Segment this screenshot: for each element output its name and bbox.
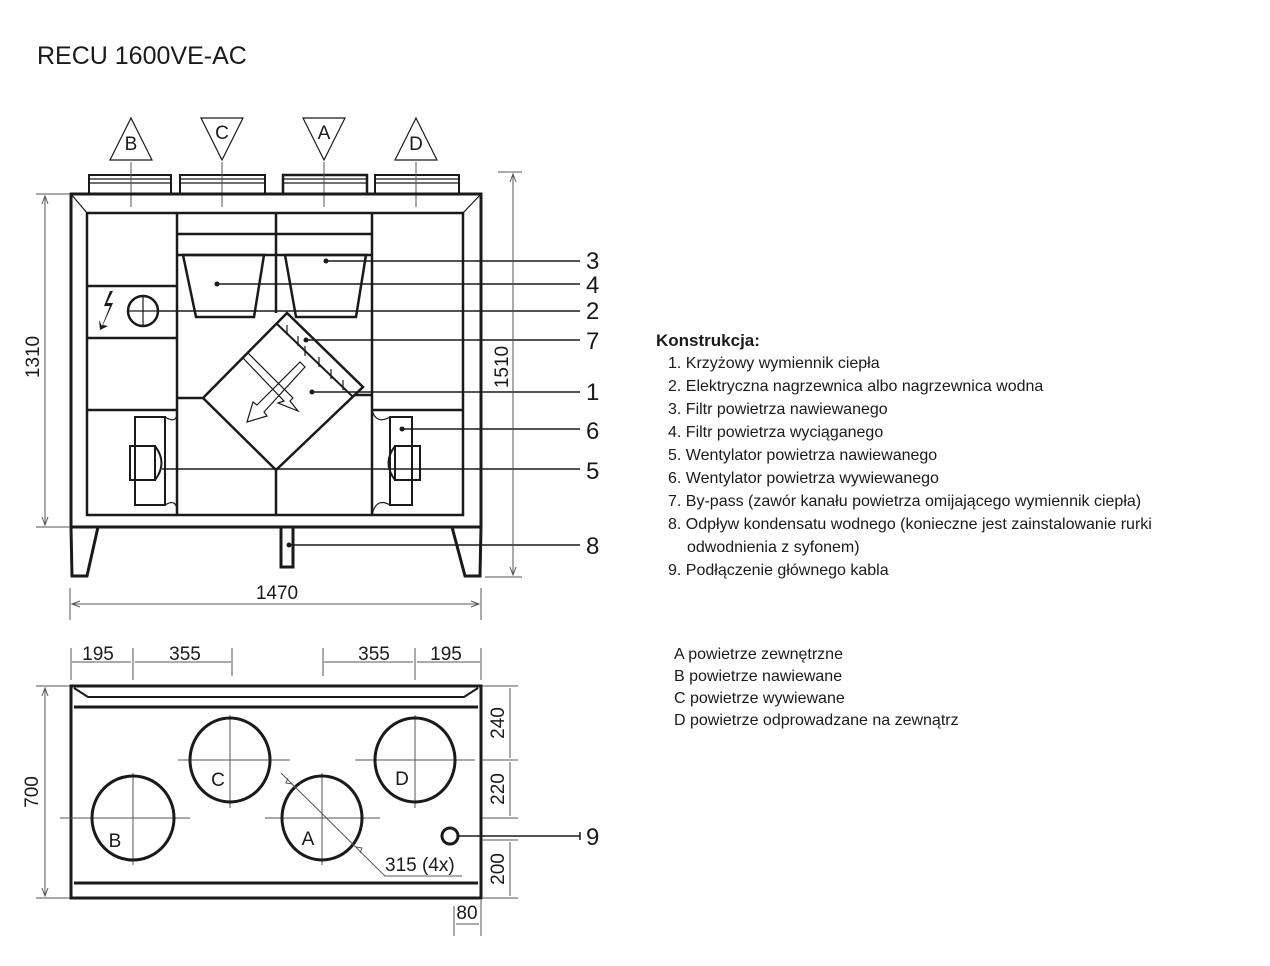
construction-legend: Konstrukcja: 1. Krzyżowy wymiennik ciepł… [656,330,1152,582]
svg-text:C: C [211,770,225,791]
air-legend-b: B powietrze nawiewane [674,668,843,685]
top-view: B C A D 315 (4x) 9 195 355 355 195 700 2… [22,644,599,936]
svg-text:355: 355 [358,644,390,665]
callout-4: 4 [586,272,599,299]
front-dimensions: 1310 1510 1470 [23,171,522,620]
port-circle-d [373,716,457,804]
svg-text:80: 80 [456,903,477,924]
svg-text:200: 200 [488,853,509,885]
callout-8: 8 [586,533,599,560]
construction-heading: Konstrukcja: [656,331,760,350]
legend-item: 6. Wentylator powietrza wywiewanego [668,470,939,487]
legend-item: 4. Filtr powietrza wyciąganego [668,424,884,441]
dim-1310: 1310 [23,336,44,378]
unit-casing [69,192,483,529]
legend-item: 7. By-pass (zawór kanału powietrza omija… [668,493,1142,510]
exhaust-fan [371,409,421,516]
legend-item: 1. Krzyżowy wymiennik ciepła [668,355,880,372]
legend-item: 9. Podłączenie głównego kabla [668,562,889,579]
air-legend-a: A powietrze zewnętrzne [674,646,843,663]
main-cable-connection [440,826,460,846]
dim-1510: 1510 [492,346,513,388]
supply-fan [129,409,178,516]
svg-text:A: A [302,829,315,850]
svg-text:D: D [395,769,409,790]
supply-filter [283,253,368,319]
electric-bolt-icon [99,291,113,330]
svg-text:C: C [215,123,229,144]
svg-text:D: D [409,134,423,155]
svg-text:700: 700 [22,776,43,808]
callout-5: 5 [586,458,599,485]
dim-1470: 1470 [256,583,298,604]
duct-collars [88,162,460,207]
callout-numbers: 3 4 2 7 1 6 5 8 [586,248,599,560]
callout-leaders [157,258,580,548]
callout-2: 2 [586,298,599,325]
legend-item-continued: odwodnienia z syfonem) [687,539,860,556]
legend-item: 8. Odpływ kondensatu wodnego (konieczne … [668,516,1152,533]
leg-left [69,525,100,578]
heat-exchanger [201,311,365,472]
duct-circles: B C A D [90,716,457,862]
heater [99,291,160,330]
callout-1: 1 [586,379,599,406]
svg-text:240: 240 [488,707,509,739]
callout-6: 6 [586,418,599,445]
condensate-drain [279,525,295,569]
svg-text:B: B [125,134,138,155]
legend-item: 2. Elektryczna nagrzewnica albo nagrzewn… [668,378,1044,395]
callout-7: 7 [586,328,599,355]
front-view: B C A D [23,116,599,620]
legend-item: 3. Filtr powietrza nawiewanego [668,401,888,418]
port-marker-a: A [302,117,346,162]
svg-text:A: A [318,123,331,144]
air-legend: A powietrze zewnętrzne B powietrze nawie… [674,644,959,732]
port-circle-c [188,716,272,804]
unit-top-outline [69,684,483,900]
svg-text:B: B [109,831,122,852]
svg-text:355: 355 [169,644,201,665]
exhaust-filter [181,253,266,319]
leg-right [450,525,483,578]
dim-diameter: 315 (4x) [385,855,455,876]
top-dimensions: 195 355 355 195 700 240 220 200 80 [22,644,518,936]
centerlines [60,715,475,865]
svg-text:195: 195 [430,644,462,665]
air-legend-c: C powietrze wywiewane [674,690,845,707]
callout-9: 9 [586,824,599,851]
port-circle-a [280,774,364,862]
page-title: RECU 1600VE-AC [37,42,247,70]
svg-text:195: 195 [82,644,114,665]
port-marker-c: C [200,117,244,162]
air-legend-d: D powietrze odprowadzane na zewnątrz [674,712,959,729]
legend-item: 5. Wentylator powietrza nawiewanego [668,447,938,464]
diameter-leader [280,772,462,877]
callout-3: 3 [586,248,599,275]
svg-text:220: 220 [488,773,509,805]
port-marker-b: B [109,116,153,161]
port-circle-b [90,774,176,862]
port-marker-d: D [394,116,438,161]
